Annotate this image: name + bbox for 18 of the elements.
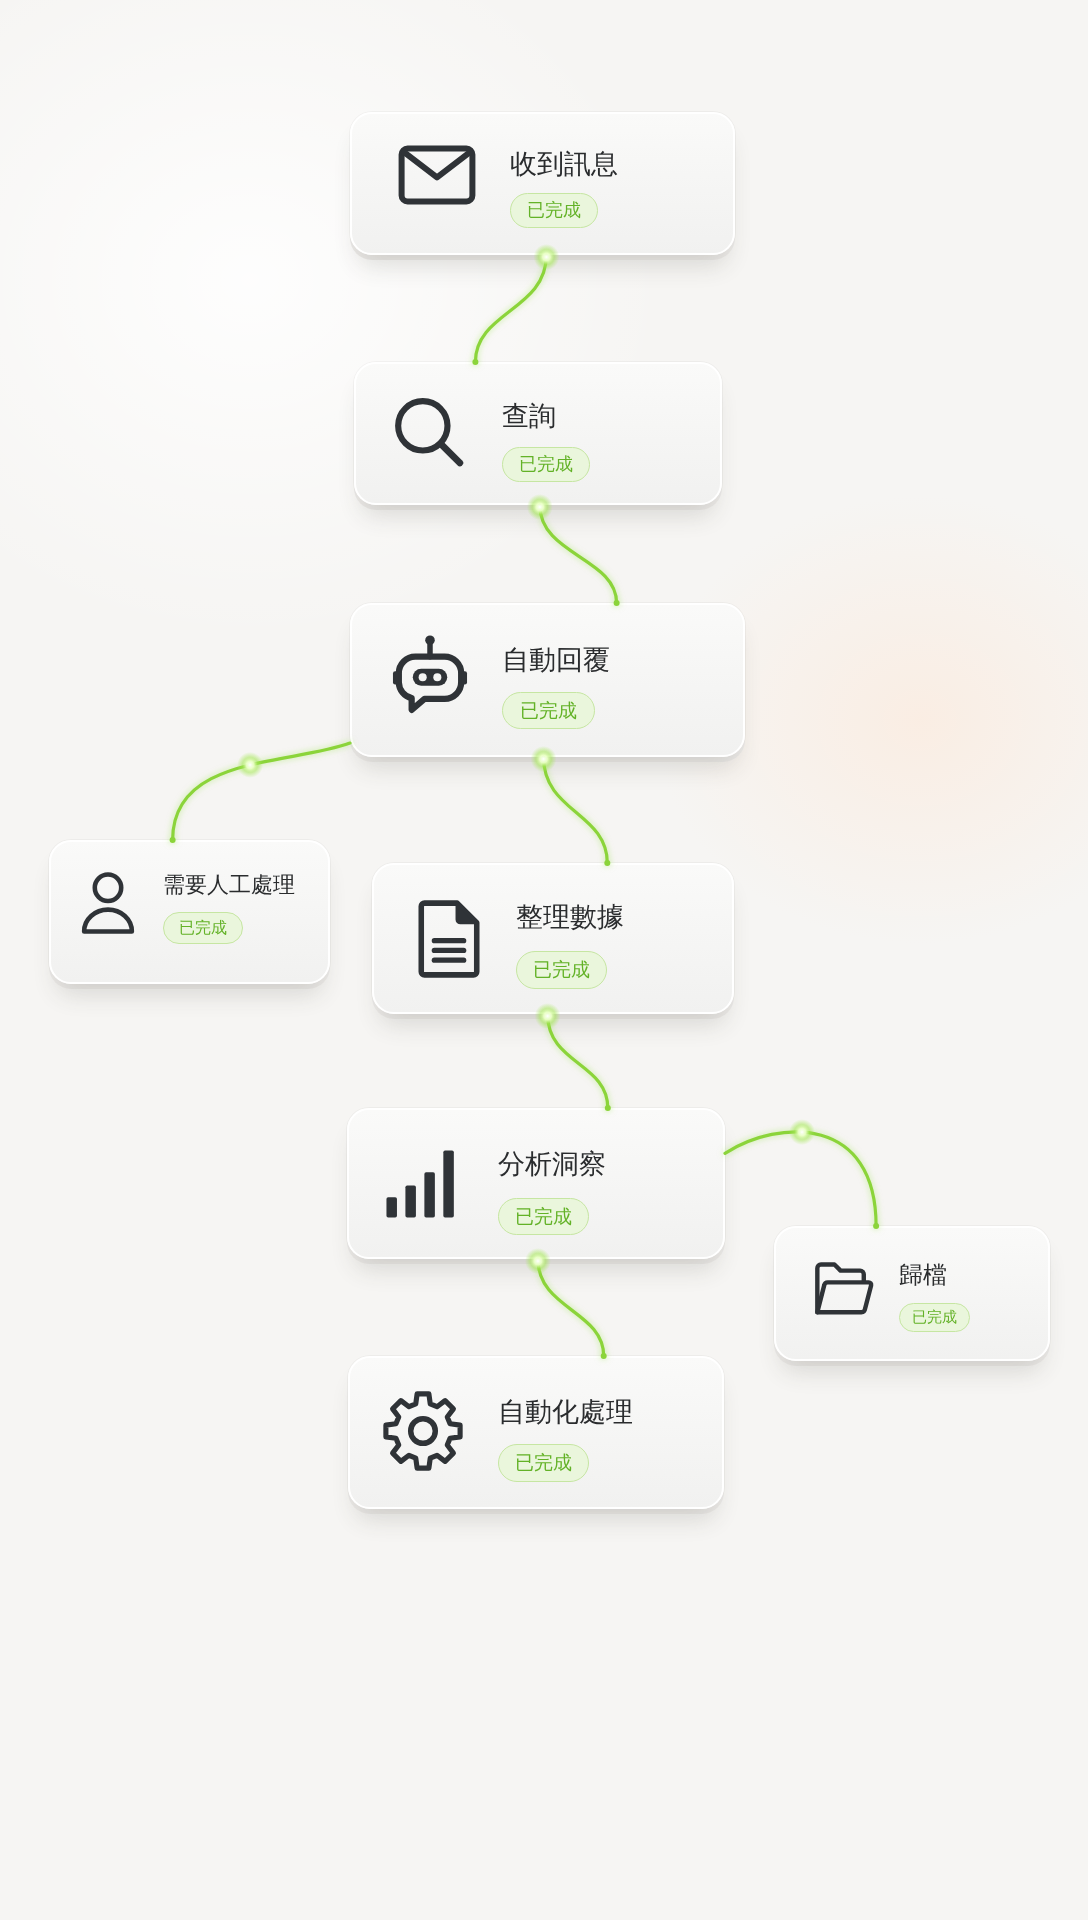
status-badge: 已完成 [498,1444,589,1482]
step-title: 整理數據 [516,901,624,934]
step-title: 需要人工處理 [163,872,295,899]
status-badge: 已完成 [163,912,243,944]
step-title: 收到訊息 [510,148,618,181]
step-title: 自動回覆 [502,644,610,677]
step-title: 自動化處理 [498,1396,633,1429]
step-title: 分析洞察 [498,1148,606,1181]
connector-line [169,741,352,843]
status-badge: 已完成 [502,447,590,482]
status-badge: 已完成 [510,193,598,228]
status-badge: 已完成 [899,1303,970,1332]
status-badge: 已完成 [502,692,595,729]
step-title: 歸檔 [899,1261,947,1290]
status-badge: 已完成 [516,951,607,989]
status-badge: 已完成 [498,1198,589,1235]
step-title: 查詢 [502,400,556,433]
connector-line [723,1130,880,1229]
